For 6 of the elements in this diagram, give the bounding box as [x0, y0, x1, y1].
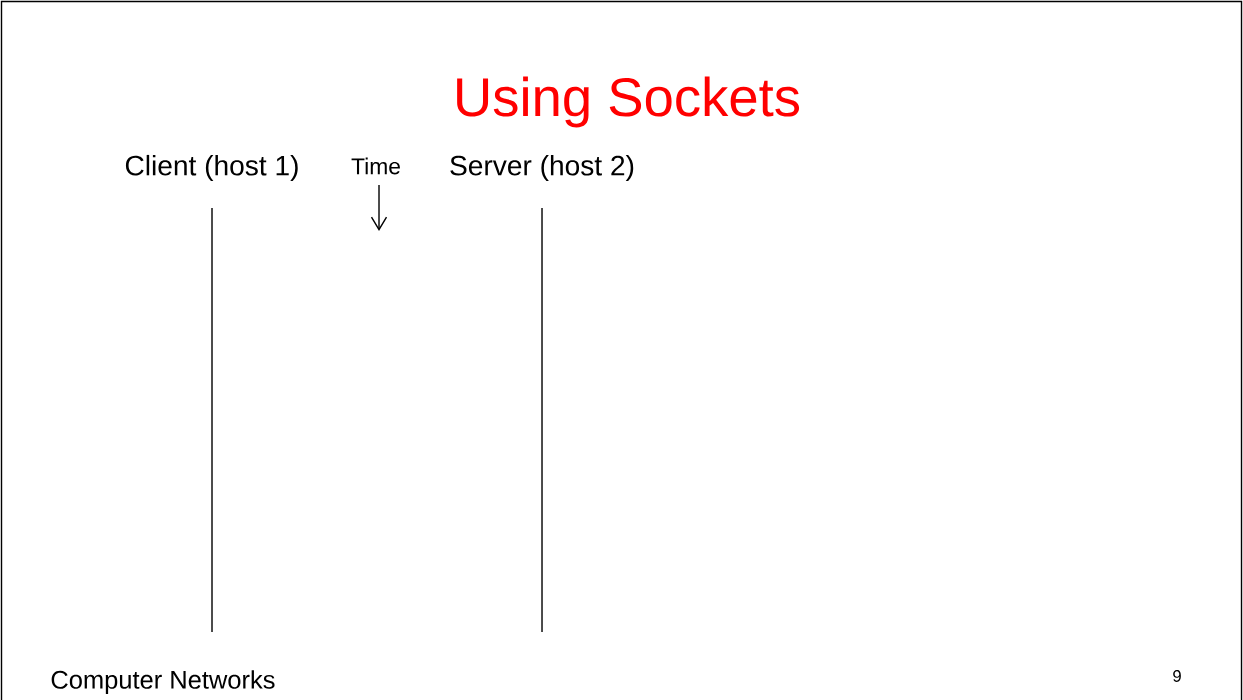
lane-heading: Server (host 2) [450, 154, 634, 182]
axis-label: Time [351, 157, 400, 175]
lane-heading: Client (host 1) [125, 154, 298, 182]
slide-title: Using Sockets [457, 76, 800, 128]
page-number: 9 [1173, 670, 1181, 682]
footer-text: Computer Networks [51, 670, 275, 694]
